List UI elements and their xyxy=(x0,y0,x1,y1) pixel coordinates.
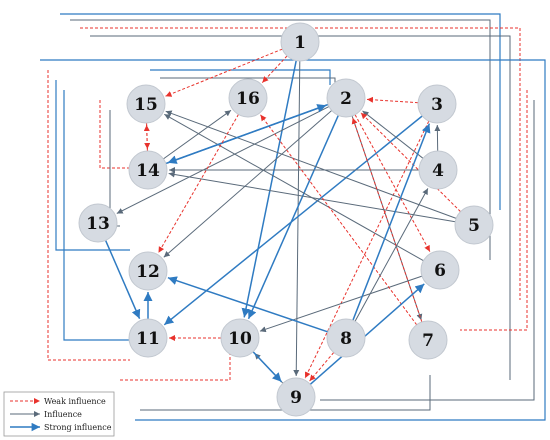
node-11: 11 xyxy=(128,318,168,358)
edge-7-to-2 xyxy=(351,117,423,323)
routing-line xyxy=(70,19,491,260)
edge-8-to-4 xyxy=(354,188,429,322)
node-circle xyxy=(408,320,448,360)
edge-14-to-2 xyxy=(165,104,327,165)
edge-8-to-3 xyxy=(352,123,431,321)
edge-layer xyxy=(104,48,461,385)
node-circle xyxy=(228,78,268,118)
edge-1-to-16 xyxy=(261,55,288,83)
node-label: 10 xyxy=(228,329,252,349)
routing-line xyxy=(99,100,130,169)
node-8: 8 xyxy=(326,318,366,358)
legend-weak-label: Weak influence xyxy=(44,397,106,406)
node-label: 4 xyxy=(432,161,444,181)
node-3: 3 xyxy=(417,84,457,124)
node-label: 6 xyxy=(434,261,446,281)
edge-9-to-6 xyxy=(309,283,425,385)
node-circle xyxy=(326,318,366,358)
edge-14-to-16 xyxy=(163,109,232,160)
edge-4-to-2 xyxy=(362,110,424,159)
node-9: 9 xyxy=(276,377,316,417)
edge-2-to-6 xyxy=(354,114,431,252)
node-circle xyxy=(126,84,166,124)
routing-line xyxy=(140,375,431,411)
node-circle xyxy=(78,203,118,243)
node-10: 10 xyxy=(220,318,260,358)
node-circle xyxy=(418,150,458,190)
node-label: 5 xyxy=(468,216,480,236)
node-12: 12 xyxy=(128,251,168,291)
edge-6-to-15 xyxy=(164,113,424,262)
node-label: 14 xyxy=(136,161,160,181)
node-circle xyxy=(128,251,168,291)
node-label: 12 xyxy=(136,262,160,282)
edge-16-to-12 xyxy=(158,114,239,254)
node-circle xyxy=(220,318,260,358)
edge-6-to-10 xyxy=(259,275,423,333)
edge-3-to-2 xyxy=(366,96,419,104)
node-circle xyxy=(128,150,168,190)
edge-2-to-12 xyxy=(163,110,333,258)
edge-5-to-2 xyxy=(360,112,461,212)
node-14: 14 xyxy=(128,150,168,190)
node-16: 16 xyxy=(228,78,268,118)
node-label: 7 xyxy=(422,331,434,351)
edge-15-to-14 xyxy=(144,122,151,150)
routing-line xyxy=(55,80,130,251)
node-circle xyxy=(276,377,316,417)
legend-influence-label: Influence xyxy=(44,410,82,419)
node-circle xyxy=(280,22,320,62)
node-label: 9 xyxy=(290,388,302,408)
routing-line xyxy=(320,100,535,401)
node-label: 3 xyxy=(431,95,443,115)
node-2: 2 xyxy=(326,78,366,118)
node-label: 16 xyxy=(236,89,260,109)
edge-2-to-13 xyxy=(116,106,330,214)
edge-1-to-9 xyxy=(293,60,301,377)
edge-1-to-10 xyxy=(241,60,297,318)
routing-line xyxy=(63,90,130,341)
node-label: 8 xyxy=(340,329,352,349)
node-label: 13 xyxy=(86,214,110,234)
routing-line xyxy=(90,35,511,380)
routing-line xyxy=(80,27,521,300)
edge-5-to-15 xyxy=(165,110,457,219)
node-label: 2 xyxy=(340,89,352,109)
node-circle xyxy=(454,205,494,245)
node-label: 15 xyxy=(134,95,158,115)
edge-3-to-9 xyxy=(304,120,430,379)
node-5: 5 xyxy=(454,205,494,245)
edge-3-to-11 xyxy=(163,115,423,326)
node-label: 1 xyxy=(294,33,306,53)
routing-line xyxy=(47,70,130,361)
legend-strong-label: Strong influence xyxy=(44,423,112,432)
node-4: 4 xyxy=(418,150,458,190)
node-circle xyxy=(420,250,460,290)
routing-line xyxy=(460,90,528,331)
node-13: 13 xyxy=(78,203,118,243)
routing-line xyxy=(150,69,331,85)
node-circle xyxy=(417,84,457,124)
node-6: 6 xyxy=(420,250,460,290)
edge-10-to-9 xyxy=(252,351,283,383)
edge-8-to-9 xyxy=(309,352,335,382)
node-label: 11 xyxy=(136,329,160,349)
edge-1-to-15 xyxy=(165,48,283,97)
node-circle xyxy=(326,78,366,118)
routing-lines xyxy=(40,13,546,421)
node-circle xyxy=(128,318,168,358)
legend: Weak influence Influence Strong influenc… xyxy=(3,391,115,437)
edge-7-to-16 xyxy=(260,114,418,326)
edge-13-to-11 xyxy=(104,240,141,319)
edge-2-to-10 xyxy=(247,115,339,320)
routing-line xyxy=(60,13,501,210)
node-15: 15 xyxy=(126,84,166,124)
node-7: 7 xyxy=(408,320,448,360)
edge-8-to-12 xyxy=(167,276,329,333)
node-1: 1 xyxy=(280,22,320,62)
